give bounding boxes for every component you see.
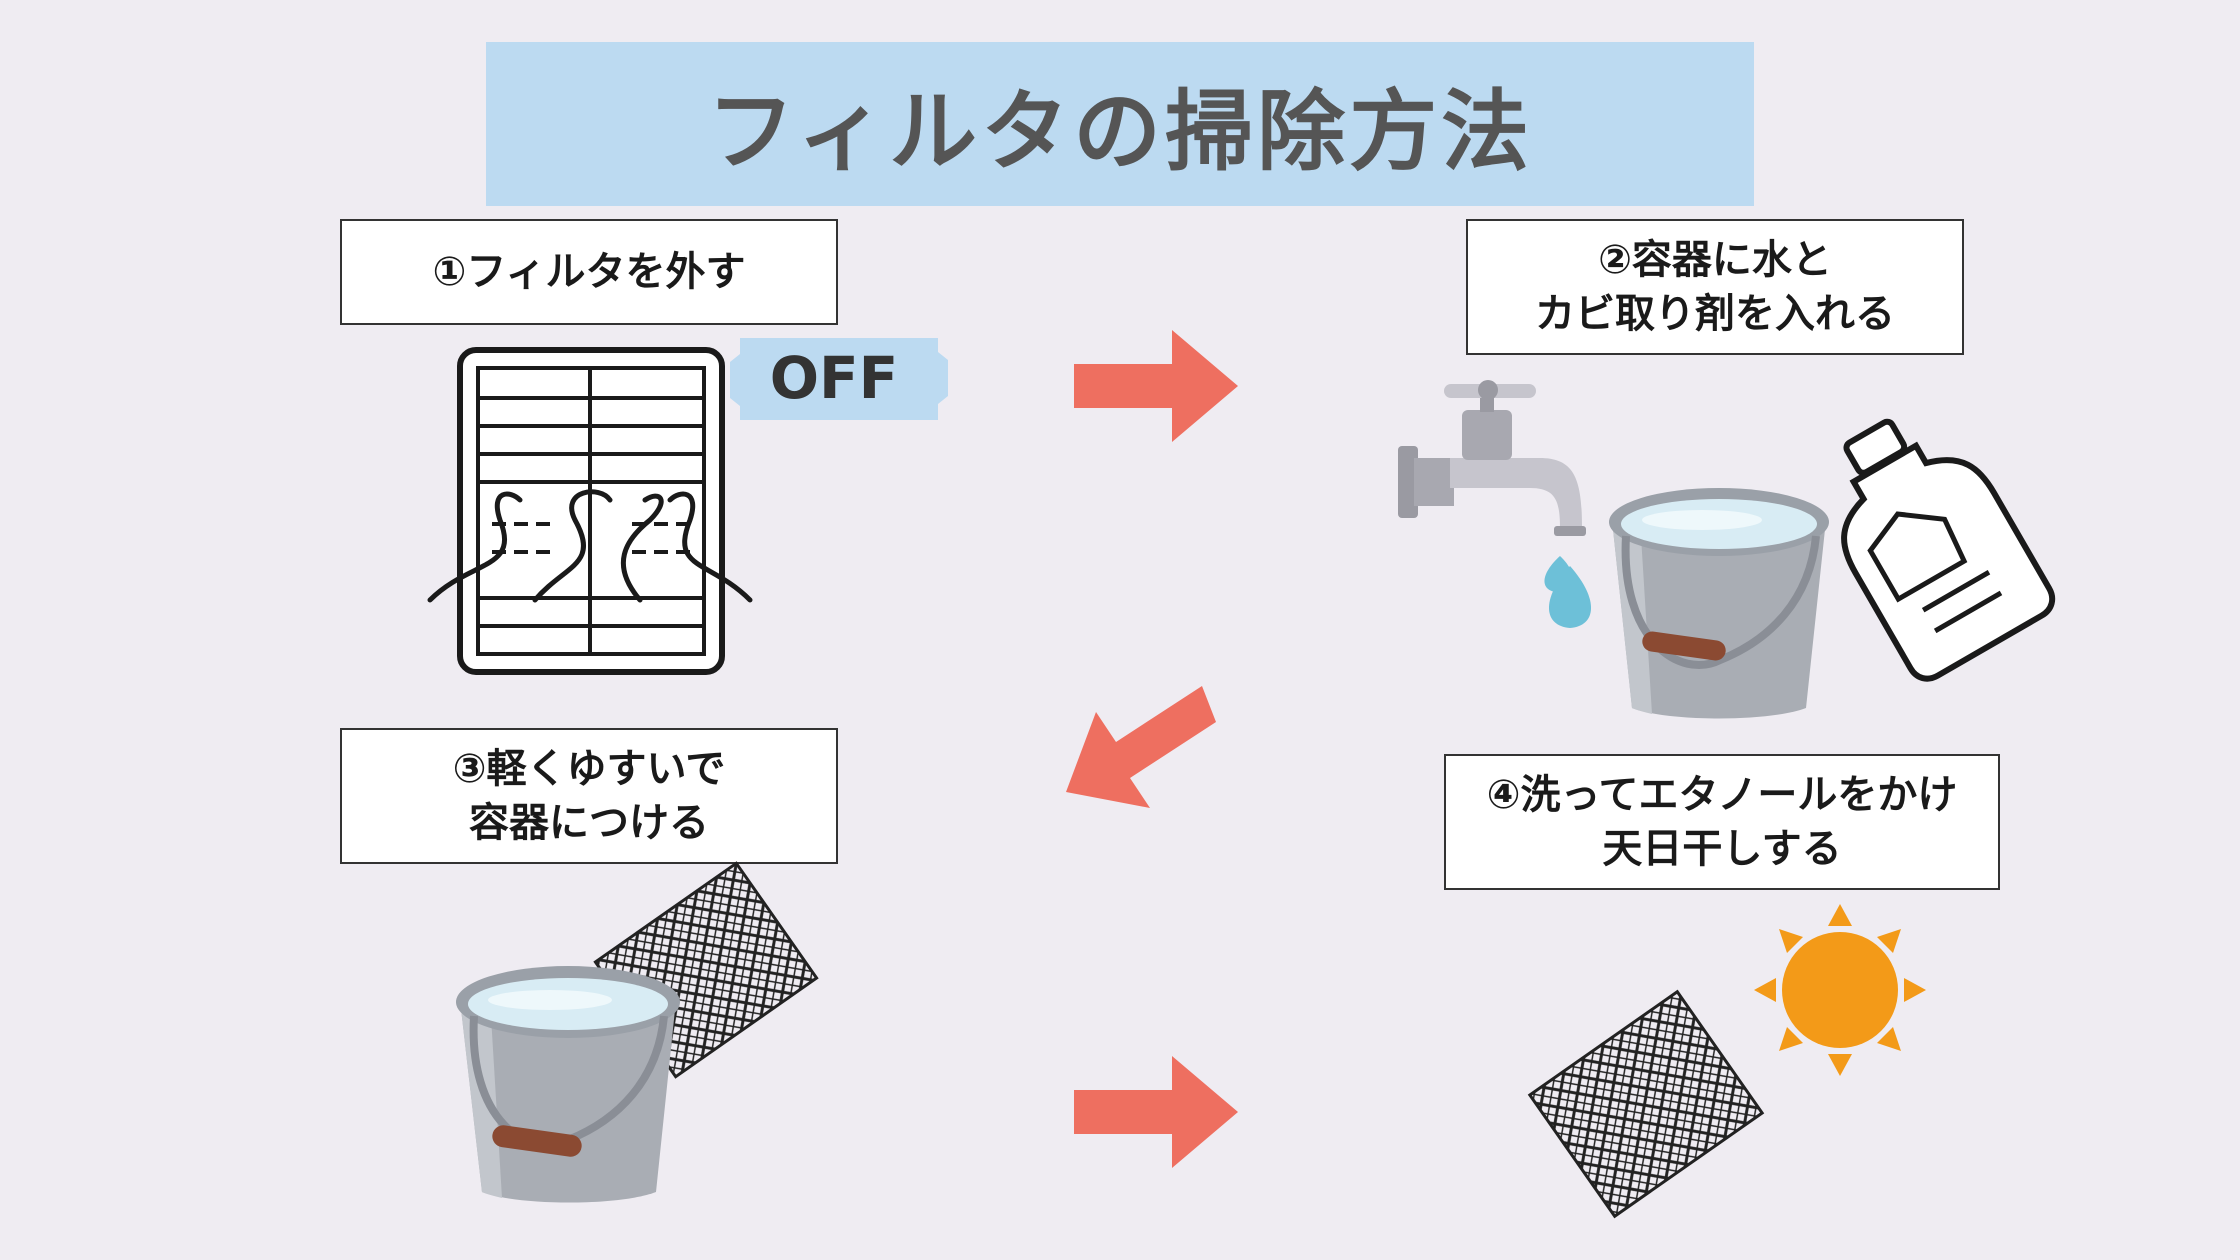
faucet-icon [1398,380,1586,536]
step-3-label-line2: 容器につける [469,800,709,846]
step-2-box: ②容器に水と カビ取り剤を入れる [1466,219,1964,355]
page-title: フィルタの掃除方法 [706,79,1534,183]
off-badge-label: OFF [770,344,899,412]
sun-icon [1754,904,1926,1076]
title-banner: フィルタの掃除方法 [486,42,1754,206]
step-4-label-line2: 天日干しする [1602,826,1842,872]
step-1-label: ①フィルタを外す [432,249,746,295]
arrow-right-icon [1074,1056,1238,1168]
step-1-box: ①フィルタを外す [340,219,838,325]
step-3-label-line1: ③軽くゆすいで [452,746,726,792]
bucket-icon [456,966,680,1203]
filter-icon [427,347,753,675]
water-drop-icon [1544,556,1592,628]
mesh-filter-icon [1527,989,1765,1219]
detergent-bottle-icon [1841,418,2056,682]
step-3-box: ③軽くゆすいで 容器につける [340,728,838,864]
arrow-right-icon [1074,330,1238,442]
step-2-label-line1: ②容器に水と [1598,237,1832,283]
off-badge-icon: OFF [730,338,948,420]
bucket-icon [1609,488,1829,719]
step-2-label-line2: カビ取り剤を入れる [1535,291,1895,337]
arrow-down-left-icon [1066,686,1216,808]
step-4-label-line1: ④洗ってエタノールをかけ [1486,772,1958,818]
step-4-box: ④洗ってエタノールをかけ 天日干しする [1444,754,2000,890]
